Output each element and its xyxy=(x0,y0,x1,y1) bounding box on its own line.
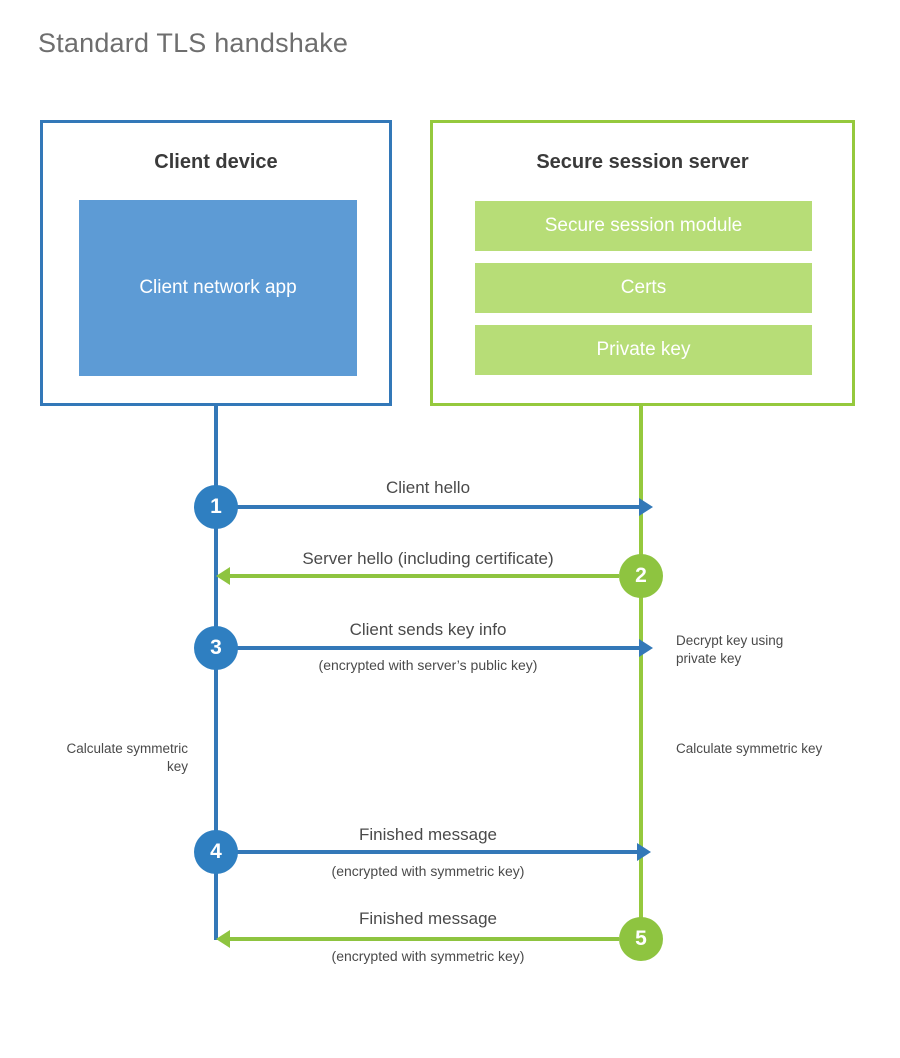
server-component-secure-session-module: Secure session module xyxy=(475,201,812,251)
step-1-marker: 1 xyxy=(194,485,238,529)
step-5-label: Finished message xyxy=(359,909,497,928)
step-3-marker: 3 xyxy=(194,626,238,670)
step-5-marker: 5 xyxy=(619,917,663,961)
arrowhead-left-icon xyxy=(216,567,230,585)
arrowhead-left-icon xyxy=(216,930,230,948)
step-2-marker: 2 xyxy=(619,554,663,598)
step-4-arrow xyxy=(236,843,651,861)
secure-session-server-box: Secure session server Secure session mod… xyxy=(430,120,855,406)
step-4-marker: 4 xyxy=(194,830,238,874)
client-calculate-symmetric-key-annotation: Calculate symmetric key xyxy=(66,741,188,775)
step-4-sublabel: (encrypted with symmetric key) xyxy=(331,863,525,879)
step-3-sublabel: (encrypted with server’s public key) xyxy=(318,657,538,673)
client-device-title: Client device xyxy=(154,151,278,173)
server-lifeline xyxy=(639,406,643,940)
step-1-arrow xyxy=(236,498,653,516)
step-5-sublabel: (encrypted with symmetric key) xyxy=(331,948,525,964)
step-2-arrow xyxy=(216,567,619,585)
step-2-label: Server hello (including certificate) xyxy=(302,549,554,568)
step-1-label: Client hello xyxy=(385,478,471,497)
page-title: Standard TLS handshake xyxy=(38,28,349,58)
step-4-label: Finished message xyxy=(359,825,497,844)
arrowhead-right-icon xyxy=(637,843,651,861)
arrowhead-right-icon xyxy=(639,639,653,657)
server-component-private-key: Private key xyxy=(475,325,812,375)
step-3-label: Client sends key info xyxy=(349,620,507,639)
client-device-box: Client device Client network app xyxy=(40,120,392,406)
server-component-certs: Certs xyxy=(475,263,812,313)
client-network-app-block: Client network app xyxy=(79,200,357,376)
server-calculate-symmetric-key-annotation: Calculate symmetric key xyxy=(676,741,823,756)
server-decrypt-annotation: Decrypt key using private key xyxy=(676,633,784,667)
client-lifeline xyxy=(214,406,218,940)
secure-session-server-title: Secure session server xyxy=(536,151,749,173)
step-5-arrow xyxy=(216,930,619,948)
arrowhead-right-icon xyxy=(639,498,653,516)
server-components-list: Secure session module Certs Private key xyxy=(475,201,812,387)
step-3-arrow xyxy=(236,639,653,657)
